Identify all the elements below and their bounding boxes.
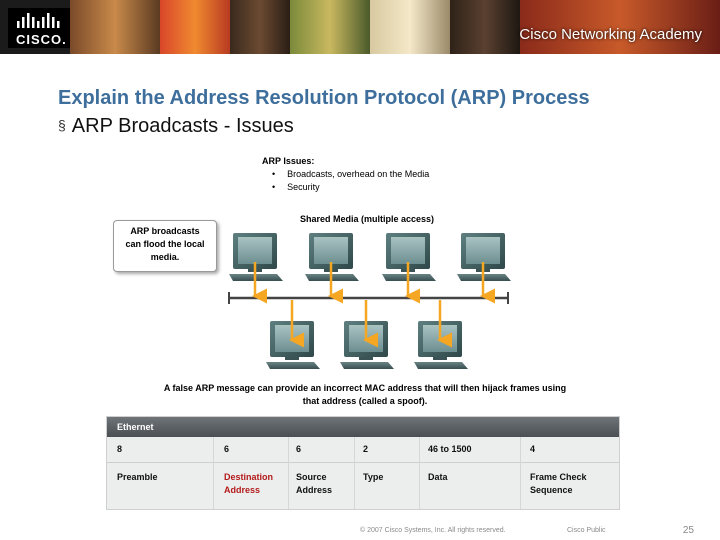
footer-copyright: © 2007 Cisco Systems, Inc. All rights re… [360,527,506,534]
field-name-line: Source [296,472,327,482]
computer-icon [229,233,283,281]
banner-photo [520,0,720,54]
field-name: Source Address [296,471,332,497]
false-msg-line: A false ARP message can provide an incor… [163,383,567,393]
banner-photo [70,0,160,54]
subtitle-bullet: § [58,117,66,133]
field-name-line: Destination [224,472,274,482]
cisco-logo-text: CISCO. [16,32,67,47]
field-name: Preamble [117,471,158,484]
computer-icon [457,233,511,281]
size-row [107,437,619,463]
column-divider [419,437,420,509]
field-size: 46 to 1500 [428,444,472,454]
field-name-line: Type [363,472,384,482]
field-size: 8 [117,444,123,454]
false-msg-line: that address (called a spoof). [302,396,428,406]
field-size: 6 [296,444,302,454]
banner-photo [160,0,230,54]
cisco-logo: CISCO. [8,8,70,48]
shared-media-label: Shared Media (multiple access) [300,214,435,224]
banner-photo [230,0,290,54]
field-name-line: Preamble [117,472,158,482]
column-divider [520,437,521,509]
field-size: 6 [224,444,230,454]
ethernet-frame-table: Ethernet 8 6 6 2 46 to 1500 4 Preamble D… [106,416,620,510]
column-divider [213,437,214,509]
field-name-line: Data [428,472,448,482]
issues-heading: ARP Issues: [262,156,315,166]
false-arp-message: A false ARP message can provide an incor… [150,382,580,408]
banner-photo [290,0,370,54]
field-name-line: Sequence [530,485,573,495]
column-divider [354,437,355,509]
issue-item: Broadcasts, overhead on the Media [272,168,429,181]
field-name-line: Address [224,485,261,495]
issue-item: Security [272,181,429,194]
slide-subtitle: § ARP Broadcasts - Issues [58,115,294,138]
field-name-line: Frame Check [530,472,587,482]
arp-callout-box: ARP broadcasts can flood the local media… [113,220,217,272]
field-name-line: Address [296,485,333,495]
banner-photo [370,0,450,54]
field-size: 2 [363,444,369,454]
callout-line: ARP broadcasts [130,226,200,236]
arp-issues-list: ARP Issues: Broadcasts, overhead on the … [262,155,429,194]
callout-line: can flood the local [125,239,205,249]
field-name: Type [363,471,383,484]
subtitle-text: ARP Broadcasts - Issues [71,115,294,137]
field-name: Frame Check Sequence [530,471,587,497]
header-banner: CISCO. Cisco Networking Academy [0,0,720,54]
computer-icon [382,233,436,281]
field-size: 4 [530,444,536,454]
slide-title: Explain the Address Resolution Protocol … [58,87,590,109]
cisco-logo-bars [17,13,60,28]
field-name: Data [428,471,448,484]
column-divider [288,437,289,509]
academy-name: Cisco Networking Academy [519,26,702,43]
ethernet-header: Ethernet [107,417,619,437]
banner-photo [450,0,520,54]
field-name-destination: Destination Address [224,471,273,497]
page-number: 25 [682,525,694,536]
callout-line: media. [150,252,180,262]
footer-classification: Cisco Public [567,527,606,534]
